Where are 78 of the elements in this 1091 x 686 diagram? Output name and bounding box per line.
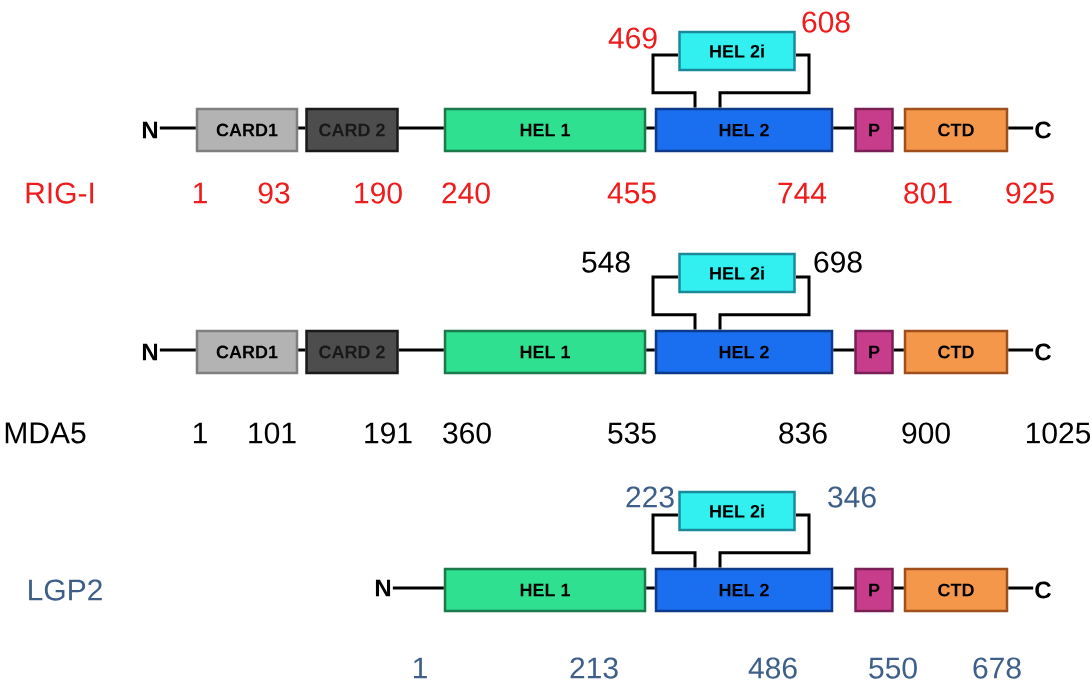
residue-number: 535: [608, 422, 656, 444]
domain-box: P: [854, 329, 894, 375]
terminus-label: C: [1035, 343, 1051, 361]
residue-number: 1: [193, 182, 207, 204]
residue-number: 190: [355, 182, 402, 204]
insertion-bracket: [651, 275, 697, 330]
domain-box: CARD1: [195, 107, 299, 153]
residue-number: 744: [778, 182, 827, 204]
protein-name: MDA5: [5, 422, 86, 444]
backbone-line: [833, 348, 855, 352]
residue-number: 900: [902, 422, 950, 444]
residue-number: 801: [904, 182, 952, 204]
domain-box: HEL 2: [654, 329, 834, 375]
domain-box: P: [854, 567, 894, 613]
residue-number: 191: [365, 422, 412, 444]
domain-box: HEL 2: [654, 107, 834, 153]
backbone-line: [833, 126, 855, 130]
residue-number: 346: [828, 486, 876, 508]
residue-number: 678: [973, 657, 1021, 679]
backbone-line: [833, 586, 855, 590]
terminus-label: N: [375, 579, 391, 597]
backbone-line: [1008, 126, 1034, 130]
residue-number: 1025: [1026, 422, 1091, 444]
backbone-line: [893, 126, 904, 130]
backbone-line: [398, 126, 444, 130]
backbone-line: [646, 126, 655, 130]
residue-number: 486: [748, 657, 797, 679]
domain-box: HEL 2: [654, 567, 834, 613]
domain-box: P: [854, 107, 894, 153]
residue-number: 925: [1006, 182, 1054, 204]
domain-box: HEL 1: [443, 329, 647, 375]
terminus-label: N: [142, 121, 158, 139]
backbone-line: [646, 348, 655, 352]
backbone-line: [159, 348, 196, 352]
domain-box: HEL 1: [443, 107, 647, 153]
residue-number: 360: [443, 422, 491, 444]
domain-box: CARD1: [195, 329, 299, 375]
residue-number: 213: [570, 657, 618, 679]
backbone-line: [298, 126, 306, 130]
terminus-label: C: [1035, 121, 1051, 139]
residue-number: 455: [607, 182, 656, 204]
domain-box: HEL 2i: [678, 30, 796, 72]
backbone-line: [298, 348, 306, 352]
backbone-line: [398, 348, 444, 352]
protein-name: LGP2: [29, 579, 102, 601]
residue-number: 698: [814, 251, 862, 273]
domain-box: CTD: [903, 567, 1009, 613]
terminus-label: N: [142, 343, 158, 361]
backbone-line: [159, 126, 196, 130]
residue-number: 469: [608, 27, 657, 49]
insertion-bracket: [651, 513, 697, 568]
backbone-line: [646, 586, 655, 590]
residue-number: 836: [779, 422, 827, 444]
residue-number: 101: [249, 422, 296, 444]
residue-number: 608: [802, 11, 850, 33]
domain-box: CTD: [903, 329, 1009, 375]
residue-number: 1: [193, 422, 207, 444]
insertion-bracket: [718, 53, 811, 108]
domain-box: HEL 2i: [678, 252, 796, 294]
residue-number: 550: [869, 657, 917, 679]
domain-box: HEL 1: [443, 567, 647, 613]
residue-number: 240: [442, 182, 490, 204]
backbone-line: [1008, 586, 1034, 590]
residue-number: 1: [413, 657, 427, 679]
insertion-bracket: [651, 53, 697, 108]
backbone-line: [893, 586, 904, 590]
residue-number: 223: [626, 486, 674, 508]
residue-number: 548: [582, 251, 630, 273]
terminus-label: C: [1035, 581, 1051, 599]
backbone-line: [392, 586, 444, 590]
insertion-bracket: [718, 275, 811, 330]
domain-box: HEL 2i: [678, 490, 796, 532]
residue-number: 93: [258, 182, 290, 204]
protein-name: RIG-I: [26, 182, 94, 204]
backbone-line: [1008, 348, 1034, 352]
domain-box: CTD: [903, 107, 1009, 153]
backbone-line: [893, 348, 904, 352]
insertion-bracket: [718, 513, 811, 568]
